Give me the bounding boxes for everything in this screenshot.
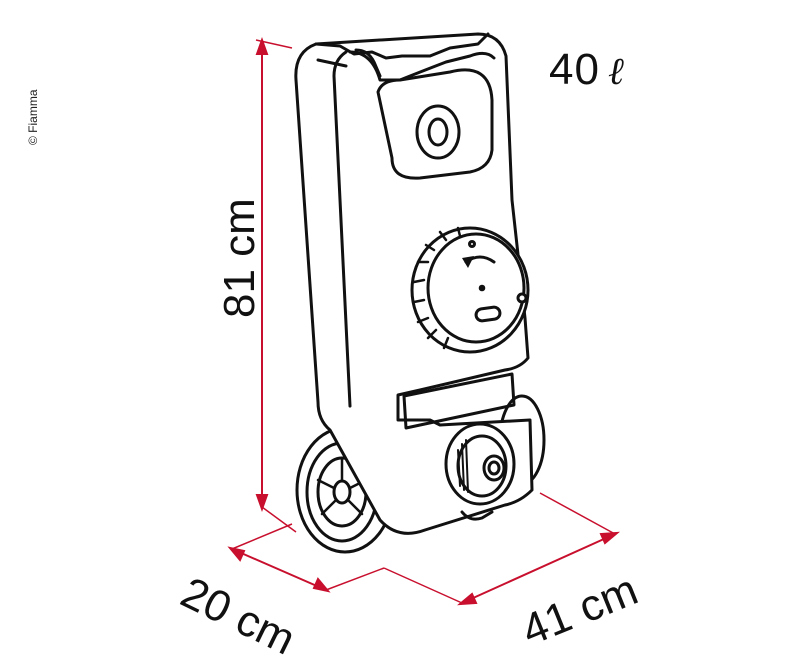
height-dimension-label: 81 cm [215, 198, 264, 318]
width-dimension-line [461, 533, 616, 604]
capacity-value: 40 [549, 45, 600, 94]
screw-cap [410, 226, 530, 354]
tank-illustration [294, 32, 546, 554]
depth-dimension-line [231, 548, 327, 591]
outlet-valve [444, 422, 516, 506]
dimension-lines [227, 37, 620, 606]
capacity-unit: ℓ [607, 49, 625, 93]
copyright-text: © Fiamma [26, 89, 40, 145]
